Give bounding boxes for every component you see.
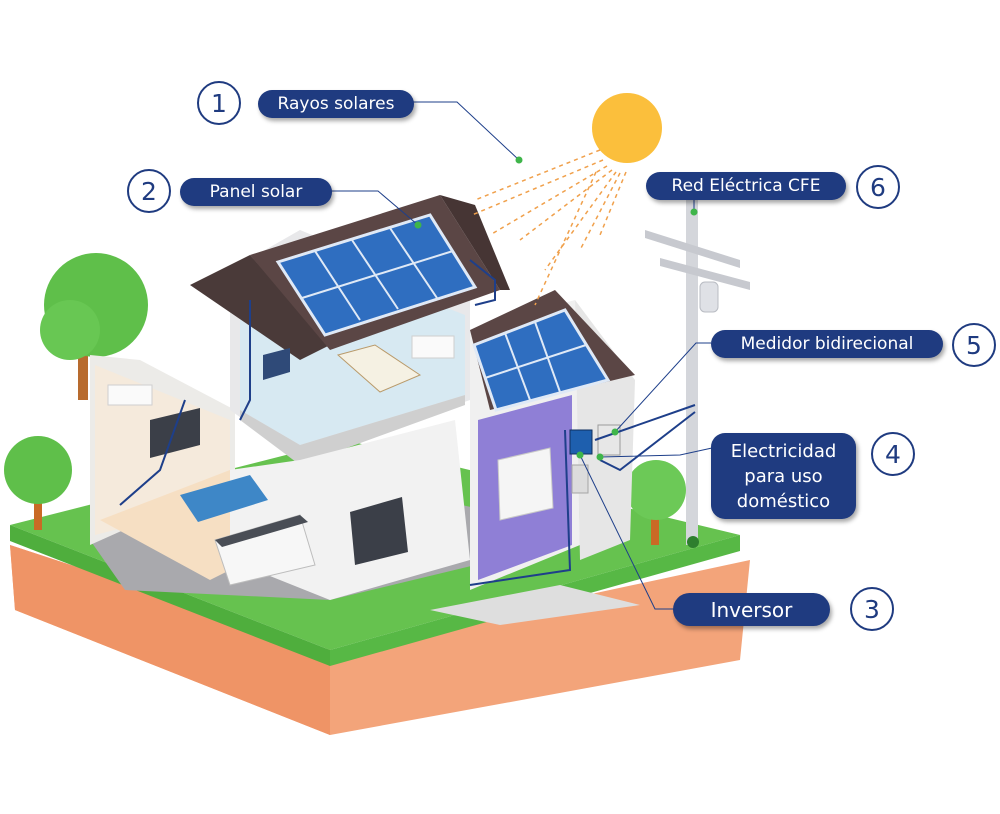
number-badge-3: 3: [850, 587, 894, 631]
callout-dots: [414, 156, 698, 461]
number-badge-6: 6: [856, 165, 900, 209]
label-rayos-solares: Rayos solares: [258, 90, 414, 118]
sun: [592, 92, 662, 163]
number-badge-5: 5: [952, 323, 996, 367]
label-panel-solar: Panel solar: [180, 178, 332, 206]
sun-rays: [471, 149, 627, 306]
callout-lines: [330, 101, 713, 610]
label-red-electrica-cfe: Red Eléctrica CFE: [646, 172, 846, 200]
furniture: [107, 335, 554, 586]
tree-left: [4, 253, 148, 530]
utility-pole: [645, 200, 750, 548]
number-badge-2: 2: [127, 169, 171, 213]
solar-panels: [275, 213, 611, 412]
tree-right: [626, 460, 686, 545]
wiring: [119, 259, 696, 586]
meter-devices: [569, 424, 621, 494]
label-inversor: Inversor: [673, 593, 830, 626]
label-electricidad-uso-domestico: Electricidad para uso doméstico: [711, 433, 856, 519]
number-badge-1: 1: [197, 81, 241, 125]
label-medidor-bidirecional: Medidor bidirecional: [711, 330, 943, 358]
number-badge-4: 4: [871, 432, 915, 476]
